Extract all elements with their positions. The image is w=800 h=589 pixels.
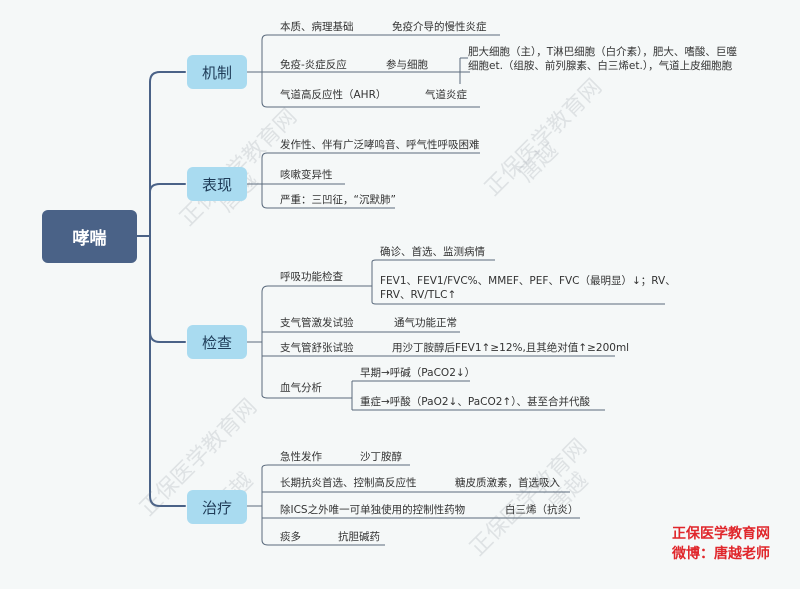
branch-node-mechanism: 机制 [187, 55, 247, 89]
mechanism-ahr-value: 气道炎症 [425, 89, 467, 101]
branch-node-treatment: 治疗 [187, 490, 247, 524]
exam-abg-severe: 重症→呼酸（PaO2↓、PaCO2↑）、甚至合并代酸 [360, 396, 590, 408]
mechanism-cells-detail-line2: 细胞et.（组胺、前列腺素、白三烯et.），气道上皮细胞胞 [468, 60, 733, 72]
mechanism-essence-label: 本质、病理基础 [280, 21, 354, 33]
mechanism-cells-detail-line1: 肥大细胞（主），T淋巴细胞（白介素），肥大、嗜酸、巨噬 [468, 46, 737, 58]
mechanism-immune-label: 免疫-炎症反应 [280, 59, 347, 71]
treatment-controller-label: 除ICS之外唯一可单独使用的控制性药物 [280, 504, 466, 516]
connector-root-manifestation [149, 183, 186, 237]
connector-root-exam [149, 235, 186, 343]
treatment-acute-label: 急性发作 [280, 451, 322, 463]
exam-dilation-value: 用沙丁胺醇后FEV1↑≥12%,且其绝对值↑≥200ml [392, 342, 630, 354]
exam-dilation-label: 支气管舒张试验 [280, 342, 354, 354]
exam-pft-purpose: 确诊、首选、监测病情 [380, 246, 485, 258]
exam-pft-label: 呼吸功能检查 [280, 271, 343, 283]
treatment-longterm-value: 糖皮质激素，首选吸入 [455, 477, 560, 489]
brand-weibo: 微博：唐越老师 [672, 546, 770, 562]
connector-root-mechanism [136, 71, 186, 237]
treatment-sputum-label: 痰多 [280, 531, 301, 543]
treatment-controller-value: 白三烯（抗炎） [505, 504, 579, 516]
mechanism-ahr-label: 气道高反应性（AHR） [280, 89, 387, 101]
root-node: 哮喘 [42, 210, 137, 263]
exam-pft-indices: FEV1、FEV1/FVC%、MMEF、PEF、FVC（最明显）↓；RV、FRV… [380, 275, 676, 301]
connector-root-treatment [149, 331, 186, 507]
treatment-acute-value: 沙丁胺醇 [360, 451, 402, 463]
exam-provocation-label: 支气管激发试验 [280, 317, 354, 329]
brand-org: 正保医学教育网 [672, 526, 770, 542]
exam-abg-label: 血气分析 [280, 382, 322, 394]
branch-node-manifestation: 表现 [187, 167, 247, 201]
manifestation-episodic: 发作性、伴有广泛哮鸣音、呼气性呼吸困难 [280, 139, 480, 151]
manifestation-cough-variant: 咳嗽变异性 [280, 169, 333, 181]
branch-node-exam: 检查 [187, 325, 247, 359]
exam-provocation-value: 通气功能正常 [394, 317, 457, 329]
exam-abg-early: 早期→呼碱（PaCO2↓） [360, 367, 476, 379]
mechanism-essence-value: 免疫介导的慢性炎症 [392, 21, 487, 33]
manifestation-severe: 严重：三凹征，“沉默肺” [280, 194, 396, 206]
treatment-sputum-value: 抗胆碱药 [338, 531, 380, 543]
treatment-longterm-label: 长期抗炎首选、控制高反应性 [280, 477, 417, 489]
mechanism-cells-label: 参与细胞 [386, 59, 428, 71]
